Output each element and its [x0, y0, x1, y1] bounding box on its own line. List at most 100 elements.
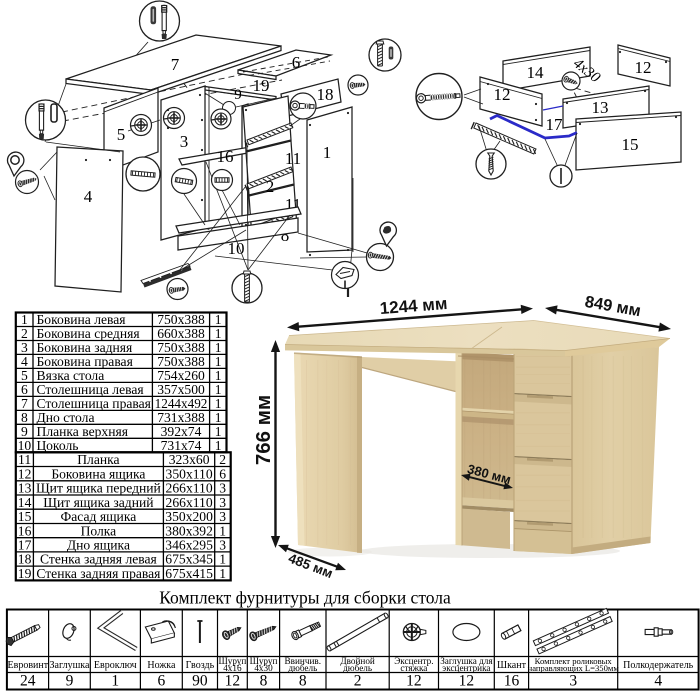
svg-text:11: 11	[18, 452, 31, 467]
svg-text:19: 19	[253, 76, 270, 95]
svg-text:90: 90	[192, 673, 208, 690]
svg-text:1: 1	[215, 438, 222, 453]
svg-text:5: 5	[21, 368, 28, 383]
svg-text:1: 1	[111, 673, 119, 690]
svg-text:5: 5	[117, 125, 126, 144]
svg-text:1: 1	[215, 354, 222, 369]
svg-text:15: 15	[18, 509, 32, 524]
svg-text:3: 3	[219, 481, 226, 496]
svg-text:766 мм: 766 мм	[252, 395, 275, 465]
svg-text:12: 12	[635, 58, 652, 77]
svg-text:Боковина средняя: Боковина средняя	[37, 326, 140, 341]
svg-text:750х388: 750х388	[157, 312, 205, 327]
svg-text:2: 2	[21, 326, 28, 341]
svg-text:Гвоздь: Гвоздь	[186, 660, 215, 671]
svg-text:12: 12	[459, 673, 475, 690]
svg-text:13: 13	[592, 98, 609, 117]
svg-text:6: 6	[219, 466, 226, 481]
svg-text:3: 3	[180, 132, 189, 151]
svg-text:Боковина ящика: Боковина ящика	[51, 466, 145, 481]
svg-text:Двойной: Двойной	[340, 656, 375, 666]
svg-text:Полкодержатель: Полкодержатель	[623, 660, 694, 671]
svg-text:1: 1	[219, 552, 226, 567]
svg-text:Евроключ: Евроключ	[94, 660, 137, 671]
svg-text:750х388: 750х388	[157, 340, 205, 355]
svg-text:4х16: 4х16	[223, 663, 242, 673]
svg-text:Боковина левая: Боковина левая	[37, 312, 126, 327]
svg-text:6: 6	[158, 673, 166, 690]
svg-text:3: 3	[21, 340, 28, 355]
svg-text:Стенка задняя правая: Стенка задняя правая	[36, 566, 160, 581]
svg-text:8: 8	[281, 226, 290, 245]
svg-text:18: 18	[317, 85, 334, 104]
svg-text:Евровинт: Евровинт	[7, 660, 48, 671]
svg-text:13: 13	[18, 481, 32, 496]
svg-text:Стенка задняя левая: Стенка задняя левая	[40, 552, 157, 567]
svg-text:1: 1	[215, 396, 222, 411]
svg-text:15: 15	[622, 135, 639, 154]
svg-text:14: 14	[18, 495, 32, 510]
svg-text:17: 17	[546, 115, 564, 134]
svg-text:8: 8	[260, 673, 268, 690]
svg-text:3: 3	[219, 538, 226, 553]
svg-text:19: 19	[18, 566, 32, 581]
svg-text:346х295: 346х295	[165, 538, 213, 553]
svg-text:стяжка: стяжка	[400, 663, 427, 673]
svg-text:660х388: 660х388	[157, 326, 205, 341]
svg-text:675х345: 675х345	[165, 552, 213, 567]
svg-text:3: 3	[219, 495, 226, 510]
svg-text:1: 1	[21, 312, 28, 327]
svg-text:Боковина задняя: Боковина задняя	[37, 340, 133, 355]
svg-text:7: 7	[21, 396, 28, 411]
svg-text:Дно ящика: Дно ящика	[67, 538, 130, 553]
svg-text:323х60: 323х60	[169, 452, 210, 467]
svg-text:дюбель: дюбель	[288, 663, 317, 673]
svg-text:12: 12	[18, 466, 32, 481]
svg-text:Ввинчив.: Ввинчив.	[285, 656, 321, 666]
svg-text:1: 1	[215, 312, 222, 327]
svg-text:1: 1	[215, 410, 222, 425]
svg-text:6: 6	[292, 53, 301, 72]
svg-text:Шуруп: Шуруп	[250, 656, 278, 666]
svg-text:2: 2	[219, 452, 226, 467]
svg-text:12: 12	[225, 673, 241, 690]
svg-text:Полка: Полка	[81, 523, 117, 538]
svg-text:12: 12	[494, 85, 511, 104]
svg-text:Шуруп: Шуруп	[218, 656, 246, 666]
svg-text:11: 11	[285, 149, 301, 168]
svg-text:1: 1	[215, 368, 222, 383]
svg-text:731х388: 731х388	[157, 410, 205, 425]
svg-text:392х74: 392х74	[161, 424, 202, 439]
svg-text:Заглушка для: Заглушка для	[440, 656, 493, 666]
svg-text:266х110: 266х110	[166, 495, 213, 510]
svg-text:4: 4	[21, 354, 28, 369]
svg-text:Эксцентр.: Эксцентр.	[394, 656, 433, 666]
svg-text:направляющих L=350мм: направляющих L=350мм	[528, 663, 620, 673]
svg-text:8: 8	[21, 410, 28, 425]
svg-text:380х392: 380х392	[165, 523, 213, 538]
svg-text:Вязка стола: Вязка стола	[37, 368, 105, 383]
svg-text:1244х492: 1244х492	[155, 396, 208, 411]
svg-text:дюбель: дюбель	[343, 663, 372, 673]
svg-text:675х415: 675х415	[165, 566, 213, 581]
svg-text:1: 1	[215, 424, 222, 439]
svg-text:754х260: 754х260	[157, 368, 205, 383]
svg-text:18: 18	[18, 552, 32, 567]
svg-text:Комплект фурнитуры для сборки: Комплект фурнитуры для сборки стола	[159, 588, 451, 608]
svg-text:Щит ящика задний: Щит ящика задний	[43, 495, 153, 510]
svg-text:24: 24	[20, 673, 36, 690]
svg-text:8: 8	[299, 673, 307, 690]
svg-text:17: 17	[18, 538, 32, 553]
svg-text:3: 3	[569, 673, 577, 690]
svg-text:6: 6	[21, 382, 28, 397]
svg-text:Комплект роликовых: Комплект роликовых	[535, 656, 613, 666]
svg-text:1: 1	[215, 326, 222, 341]
svg-text:Столешница левая: Столешница левая	[37, 382, 144, 397]
svg-text:2: 2	[266, 177, 275, 196]
svg-text:9: 9	[21, 424, 28, 439]
svg-text:16: 16	[217, 147, 234, 166]
svg-text:14: 14	[527, 63, 545, 82]
svg-text:4: 4	[654, 673, 662, 690]
svg-text:Столешница правая: Столешница правая	[37, 396, 151, 411]
svg-text:1: 1	[219, 523, 226, 538]
